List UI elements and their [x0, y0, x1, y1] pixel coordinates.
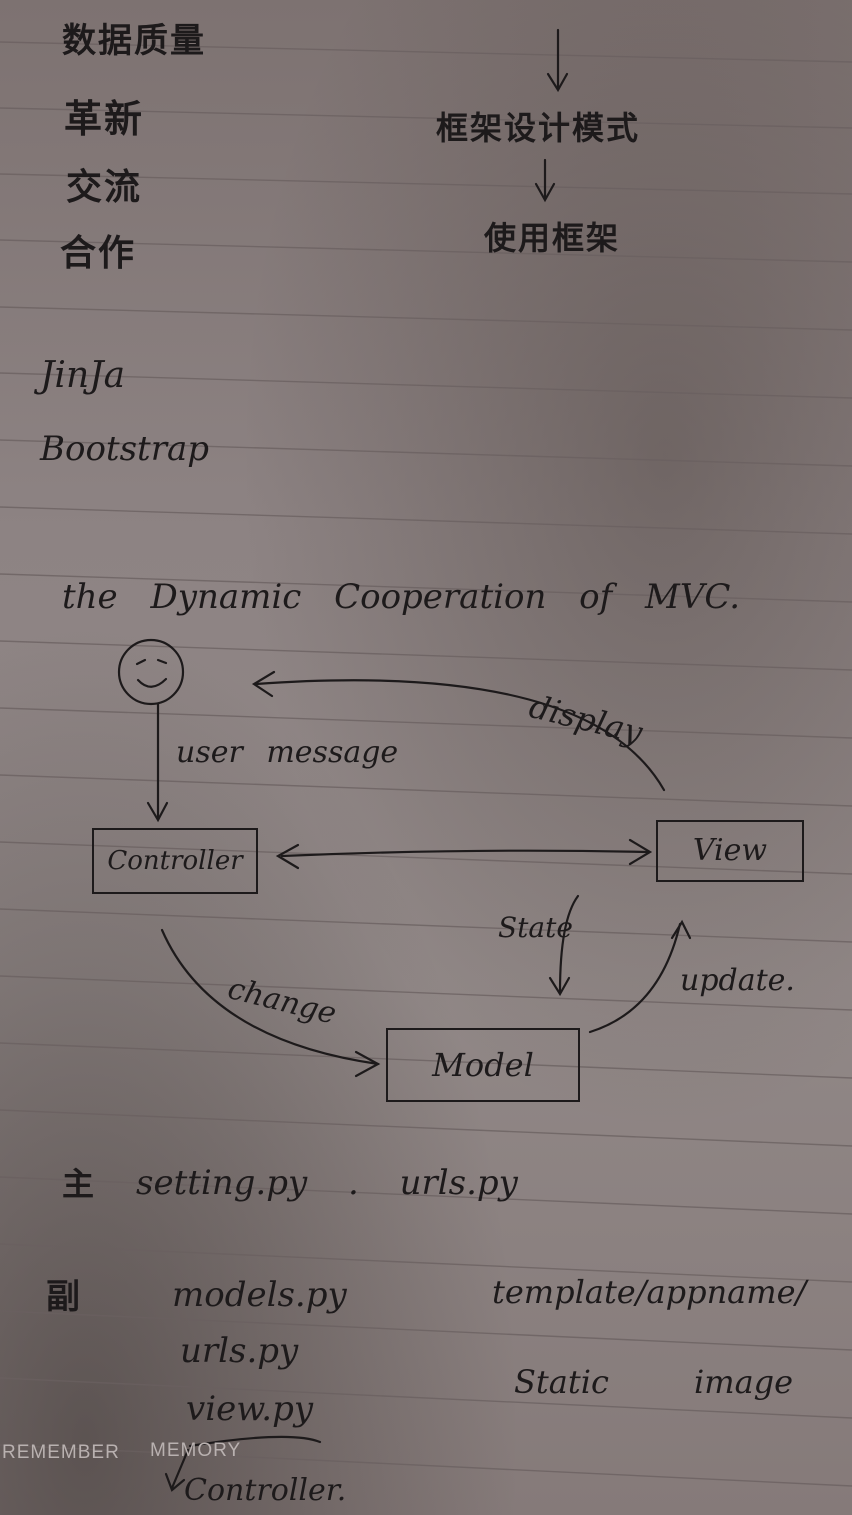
flow-item-use-framework: 使用框架 — [484, 219, 621, 257]
list-item-communication: 交流 — [66, 167, 143, 208]
sub-controller-note: Controller. — [184, 1473, 347, 1508]
controller-box: Controller — [92, 828, 258, 894]
label-update: update. — [680, 963, 795, 998]
view-label: View — [692, 833, 768, 868]
list-item-cooperation: 合作 — [60, 233, 137, 274]
label-user-message: user message — [176, 735, 399, 770]
model-box: Model — [386, 1028, 580, 1102]
sub-file-urls: urls.py — [180, 1331, 299, 1371]
sub-file-view: view.py — [186, 1389, 314, 1429]
sub-template-path: template/appname/ — [492, 1273, 807, 1311]
list-item-data-quality: 数据质量 — [62, 21, 206, 61]
tech-bootstrap: Bootstrap — [40, 429, 209, 469]
diagram-title: the Dynamic Cooperation of MVC. — [62, 577, 741, 617]
view-box: View — [656, 820, 804, 882]
sub-label: 副 — [46, 1277, 82, 1317]
footer-remember: REMEMBER — [2, 1442, 120, 1463]
user-face-icon — [117, 638, 185, 706]
controller-label: Controller — [107, 846, 243, 876]
main-files: setting.py . urls.py — [136, 1163, 518, 1203]
main-label: 主 — [62, 1165, 97, 1203]
tech-jinja: JinJa — [40, 355, 126, 396]
label-state: State — [498, 911, 573, 944]
list-item-innovation: 革新 — [64, 97, 145, 141]
flow-item-framework-design-pattern: 框架设计模式 — [436, 109, 641, 147]
sub-static: Static — [514, 1363, 609, 1401]
footer-memory: MEMORY — [150, 1440, 242, 1461]
sub-file-models: models.py — [172, 1275, 347, 1315]
sub-image: image — [694, 1363, 794, 1401]
model-label: Model — [432, 1046, 534, 1084]
